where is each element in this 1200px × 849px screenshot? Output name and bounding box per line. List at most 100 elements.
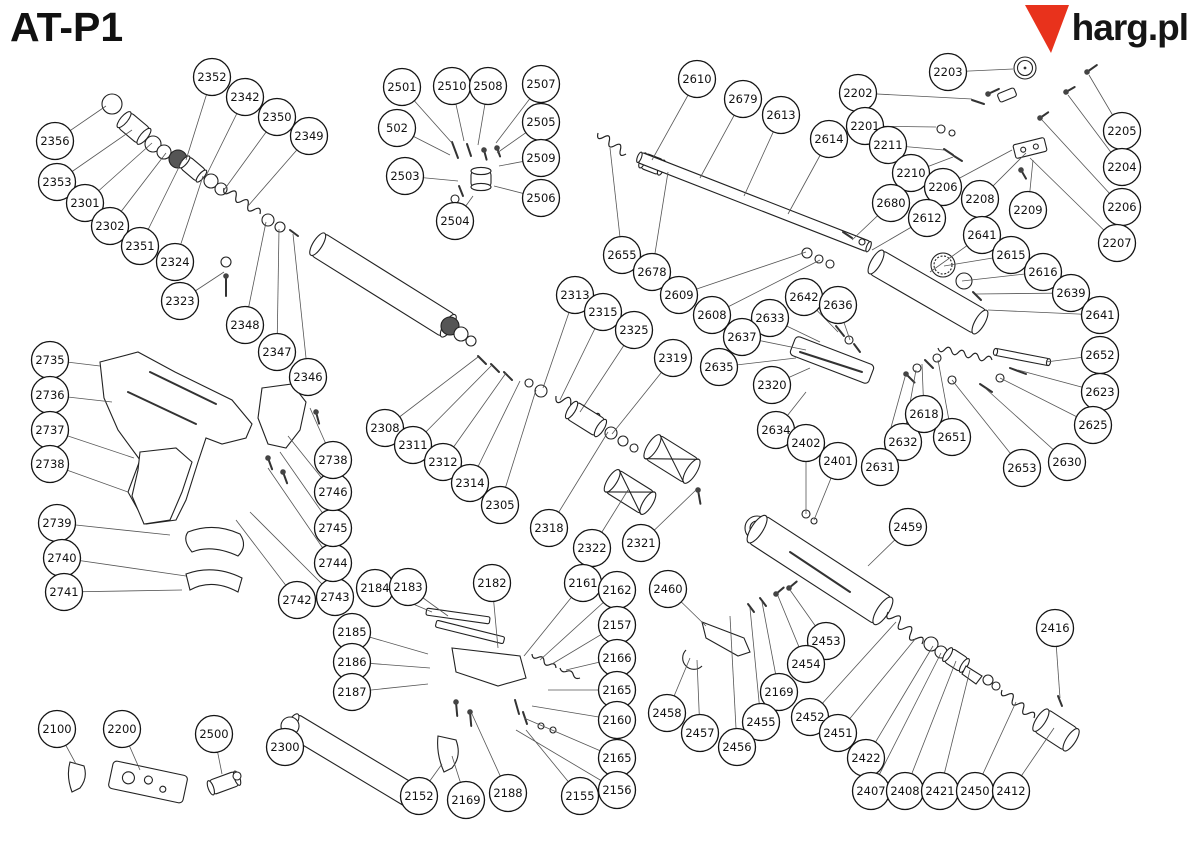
- callout-2652: 2652: [1080, 335, 1120, 375]
- svg-text:2183: 2183: [393, 580, 422, 594]
- svg-text:2412: 2412: [996, 784, 1025, 798]
- svg-text:2402: 2402: [791, 436, 820, 450]
- svg-text:2454: 2454: [791, 657, 820, 671]
- svg-text:2312: 2312: [428, 455, 457, 469]
- svg-text:2737: 2737: [35, 423, 64, 437]
- svg-text:2325: 2325: [619, 323, 648, 337]
- svg-text:2348: 2348: [230, 318, 259, 332]
- callout-2208: 2208: [960, 179, 1000, 219]
- svg-text:2738: 2738: [318, 453, 347, 467]
- callout-2635: 2635: [699, 347, 739, 387]
- callout-2501: 2501: [382, 67, 422, 107]
- svg-text:2169: 2169: [451, 793, 480, 807]
- svg-text:2350: 2350: [262, 110, 291, 124]
- callout-2157: 2157: [597, 605, 637, 645]
- callout-2206: 2206: [923, 167, 963, 207]
- page-title: AT-P1: [10, 4, 124, 50]
- callout-2637: 2637: [722, 317, 762, 357]
- callout-2323: 2323: [160, 281, 200, 321]
- svg-text:2321: 2321: [626, 536, 655, 550]
- callout-2204: 2204: [1102, 147, 1142, 187]
- callout-2452: 2452: [790, 697, 830, 737]
- svg-text:2324: 2324: [160, 255, 189, 269]
- callout-2641: 2641: [1080, 295, 1120, 335]
- svg-text:2210: 2210: [896, 166, 925, 180]
- callout-2455: 2455: [741, 702, 781, 742]
- callout-2302: 2302: [90, 206, 130, 246]
- svg-text:2639: 2639: [1056, 286, 1085, 300]
- callout-2416: 2416: [1035, 608, 1075, 648]
- callout-2207: 2207: [1097, 223, 1137, 263]
- callout-2187: 2187: [332, 672, 372, 712]
- svg-text:2631: 2631: [865, 460, 894, 474]
- svg-text:2655: 2655: [607, 248, 636, 262]
- svg-text:2503: 2503: [390, 169, 419, 183]
- callout-2508: 2508: [468, 66, 508, 106]
- svg-text:2169: 2169: [764, 685, 793, 699]
- callout-2459: 2459: [888, 507, 928, 547]
- svg-text:2642: 2642: [789, 290, 818, 304]
- callout-2745: 2745: [313, 508, 353, 548]
- svg-text:2165: 2165: [602, 751, 631, 765]
- callout-2451: 2451: [818, 713, 858, 753]
- svg-text:2453: 2453: [811, 634, 840, 648]
- svg-text:2356: 2356: [40, 134, 69, 148]
- callout-2739: 2739: [37, 503, 77, 543]
- svg-text:2185: 2185: [337, 625, 366, 639]
- callout-2100: 2100: [37, 709, 77, 749]
- svg-text:2459: 2459: [893, 520, 922, 534]
- callout-2401: 2401: [818, 441, 858, 481]
- callout-2165: 2165: [597, 738, 637, 778]
- svg-text:2352: 2352: [197, 70, 226, 84]
- callout-2152: 2152: [399, 776, 439, 816]
- callout-2507: 2507: [521, 64, 561, 104]
- svg-text:2416: 2416: [1040, 621, 1069, 635]
- callout-2211: 2211: [868, 125, 908, 165]
- svg-text:2162: 2162: [602, 583, 631, 597]
- callout-2743: 2743: [315, 577, 355, 617]
- svg-text:2506: 2506: [526, 191, 555, 205]
- svg-text:2509: 2509: [526, 151, 555, 165]
- svg-text:2635: 2635: [704, 360, 733, 374]
- svg-text:2211: 2211: [873, 138, 902, 152]
- svg-text:2652: 2652: [1085, 348, 1114, 362]
- callout-2169: 2169: [759, 672, 799, 712]
- callout-2322: 2322: [572, 528, 612, 568]
- svg-text:2353: 2353: [42, 175, 71, 189]
- callout-2456: 2456: [717, 727, 757, 767]
- callout-2500: 2500: [194, 714, 234, 754]
- svg-text:2407: 2407: [856, 784, 885, 798]
- svg-text:2616: 2616: [1028, 265, 1057, 279]
- svg-text:2612: 2612: [912, 211, 941, 225]
- callout-2613: 2613: [761, 95, 801, 135]
- svg-text:2609: 2609: [664, 288, 693, 302]
- svg-text:2206: 2206: [928, 180, 957, 194]
- svg-text:2408: 2408: [890, 784, 919, 798]
- svg-text:2184: 2184: [360, 581, 389, 595]
- callout-2209: 2209: [1008, 190, 1048, 230]
- svg-text:2100: 2100: [42, 722, 71, 736]
- callout-2610: 2610: [677, 59, 717, 99]
- callout-2319: 2319: [653, 338, 693, 378]
- svg-text:2311: 2311: [398, 438, 427, 452]
- svg-text:2201: 2201: [850, 119, 879, 133]
- svg-text:2208: 2208: [965, 192, 994, 206]
- callout-2349: 2349: [289, 116, 329, 156]
- callout-2206: 2206: [1102, 187, 1142, 227]
- svg-text:2625: 2625: [1078, 418, 1107, 432]
- svg-text:2422: 2422: [851, 751, 880, 765]
- callout-2422: 2422: [846, 738, 886, 778]
- callout-2615: 2615: [991, 235, 1031, 275]
- callout-2741: 2741: [44, 572, 84, 612]
- callout-2305: 2305: [480, 485, 520, 525]
- svg-text:2351: 2351: [125, 239, 154, 253]
- svg-text:2623: 2623: [1085, 385, 1114, 399]
- svg-text:2735: 2735: [35, 353, 64, 367]
- svg-text:2207: 2207: [1102, 236, 1131, 250]
- callout-2185: 2185: [332, 612, 372, 652]
- callout-2633: 2633: [750, 298, 790, 338]
- svg-text:2507: 2507: [526, 77, 555, 91]
- svg-text:2455: 2455: [746, 715, 775, 729]
